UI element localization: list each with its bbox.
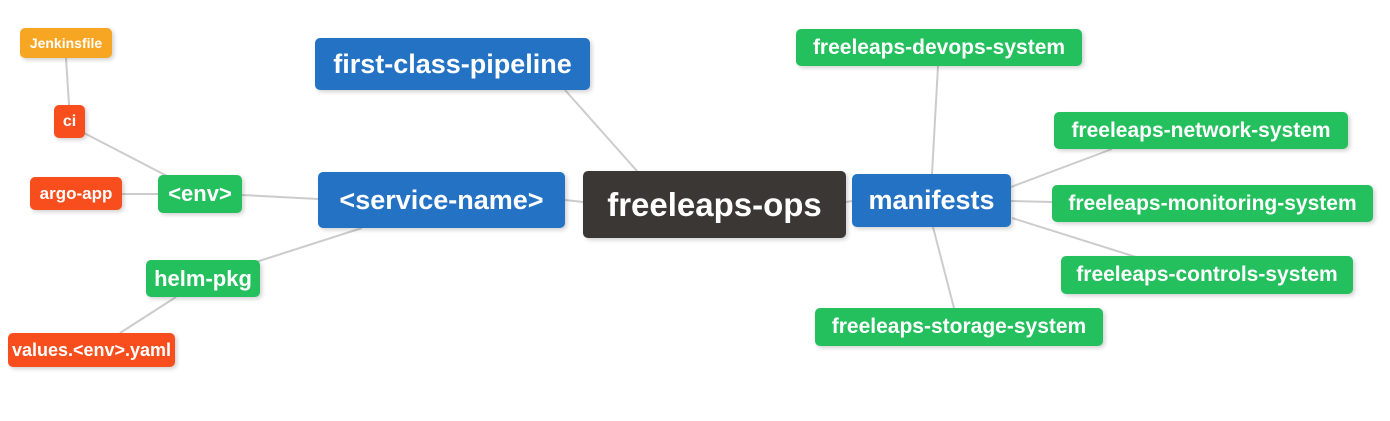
node-helm-pkg[interactable]: helm-pkg (146, 260, 260, 297)
node-argo-app[interactable]: argo-app (30, 177, 122, 210)
node-freeleaps-controls-system[interactable]: freeleaps-controls-system (1061, 256, 1353, 294)
node-freeleaps-network-system[interactable]: freeleaps-network-system (1054, 112, 1348, 149)
edge-manifests-to-devops-system (931, 65, 939, 175)
node-freeleaps-storage-system[interactable]: freeleaps-storage-system (815, 308, 1103, 346)
edge-freeleaps-ops-to-manifests (845, 200, 853, 203)
edge-service-name-to-freeleaps-ops (564, 199, 584, 203)
node-ci[interactable]: ci (54, 105, 85, 138)
node-freeleaps-devops-system[interactable]: freeleaps-devops-system (796, 29, 1082, 66)
edge-first-class-pipeline-to-freeleaps-ops (564, 89, 638, 172)
edge-manifests-to-storage-system (932, 226, 955, 309)
node-manifests[interactable]: manifests (852, 174, 1011, 227)
node-values-env-yaml[interactable]: values.<env>.yaml (8, 333, 175, 367)
edge-helm-pkg-to-service-name (255, 227, 363, 263)
edge-manifests-to-monitoring-system (1010, 200, 1053, 203)
edge-ci-to-env (83, 132, 168, 177)
node-jenkinsfile[interactable]: Jenkinsfile (20, 28, 112, 58)
edge-values-env-yaml-to-helm-pkg (119, 296, 177, 334)
edge-manifests-to-network-system (1010, 148, 1113, 188)
edge-manifests-to-controls-system (1011, 217, 1137, 258)
edge-jenkinsfile-to-ci (65, 57, 70, 106)
edge-env-to-service-name (241, 194, 319, 200)
node-freeleaps-monitoring-system[interactable]: freeleaps-monitoring-system (1052, 185, 1373, 222)
node-first-class-pipeline[interactable]: first-class-pipeline (315, 38, 590, 90)
node-service-name[interactable]: <service-name> (318, 172, 565, 228)
node-env[interactable]: <env> (158, 175, 242, 213)
node-freeleaps-ops-root[interactable]: freeleaps-ops (583, 171, 846, 238)
